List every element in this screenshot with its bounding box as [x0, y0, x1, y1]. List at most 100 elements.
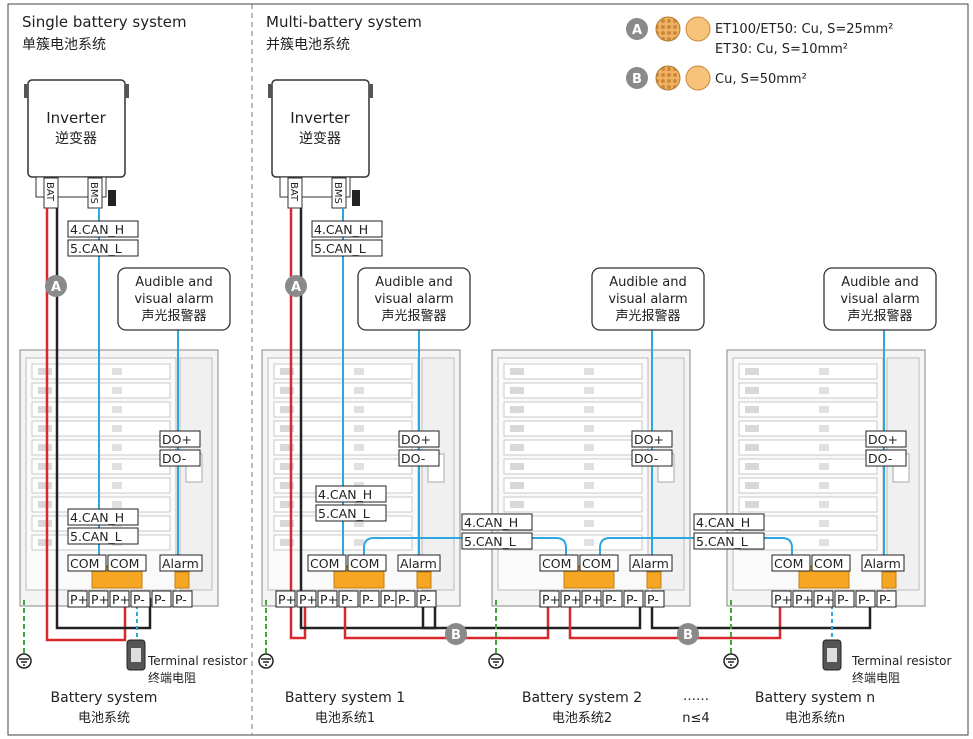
- svg-text:P-: P-: [383, 592, 395, 607]
- p-plus-terminal: P+: [560, 590, 581, 608]
- inverter-name-cn: 逆变器: [299, 131, 341, 147]
- power-cable-positive: [289, 208, 307, 640]
- inverter-name-en: Inverter: [46, 109, 106, 127]
- svg-text:P+: P+: [816, 592, 834, 607]
- alarm-label: Audible and: [841, 275, 918, 290]
- system-caption-cn: 电池系统n: [785, 711, 845, 726]
- cable-badge-a: A: [285, 275, 307, 297]
- p-minus-terminal: P-: [130, 590, 151, 608]
- can-h-label: 4.CAN_H: [315, 485, 387, 503]
- svg-text:P-: P-: [626, 592, 638, 607]
- svg-text:4.CAN_H: 4.CAN_H: [70, 510, 124, 525]
- svg-text:DO+: DO+: [868, 432, 898, 447]
- ellipsis: ……: [683, 689, 709, 704]
- svg-text:4.CAN_H: 4.CAN_H: [464, 515, 518, 530]
- alarm-port-label: Alarm: [629, 554, 673, 572]
- svg-text:P-: P-: [858, 592, 870, 607]
- legend-a-line1: ET100/ET50: Cu, S=25mm²: [715, 22, 893, 37]
- p-minus-terminal: P-: [172, 590, 193, 608]
- p-plus-terminal: P+: [771, 590, 792, 608]
- cable-badge-b: B: [677, 623, 699, 645]
- com-port-label: COM: [67, 554, 107, 572]
- legend-b-badge: [626, 67, 648, 89]
- terminal-label-cn: 终端电阻: [148, 670, 196, 685]
- svg-text:A: A: [632, 23, 642, 38]
- svg-text:Alarm: Alarm: [162, 556, 199, 571]
- p-minus-terminal: P-: [602, 590, 623, 608]
- system-caption-cn: 电池系统1: [315, 711, 375, 726]
- svg-text:P-: P-: [837, 592, 849, 607]
- svg-text:Alarm: Alarm: [400, 556, 437, 571]
- system-limit: n≤4: [682, 711, 709, 726]
- bms-port: [331, 177, 347, 209]
- svg-text:DO-: DO-: [634, 451, 658, 466]
- system-caption-en: Battery system n: [755, 690, 875, 706]
- alarm-port-label: Alarm: [159, 554, 203, 572]
- parallel-cable-negative: [650, 598, 872, 630]
- do-minus-label: DO-: [865, 449, 907, 467]
- com-port-label: COM: [347, 554, 387, 572]
- p-plus-terminal: P+: [317, 590, 338, 608]
- svg-text:BAT: BAT: [44, 182, 55, 202]
- svg-text:P+: P+: [542, 592, 560, 607]
- p-minus-terminal: P-: [416, 590, 437, 608]
- svg-text:BMS: BMS: [88, 182, 99, 204]
- svg-text:P+: P+: [563, 592, 581, 607]
- svg-text:P+: P+: [774, 592, 792, 607]
- power-cable-negative: [55, 208, 152, 630]
- p-minus-terminal: P-: [834, 590, 855, 608]
- svg-text:B: B: [451, 628, 461, 643]
- svg-text:P-: P-: [341, 592, 353, 607]
- p-plus-terminal: P+: [813, 590, 834, 608]
- alarm-label: Audible and: [135, 275, 212, 290]
- multi-title-cn: 并簇电池系统: [266, 37, 350, 53]
- do-minus-label: DO-: [631, 449, 673, 467]
- svg-text:BMS: BMS: [332, 182, 343, 204]
- svg-text:B: B: [632, 72, 642, 87]
- alarm-label: 声光报警器: [141, 308, 206, 324]
- com-port-label: COM: [771, 554, 811, 572]
- alarm-label: 声光报警器: [381, 308, 446, 324]
- svg-text:5.CAN_L: 5.CAN_L: [70, 241, 122, 256]
- ground-icon: [16, 653, 32, 669]
- single-title-en: Single battery system: [22, 13, 187, 31]
- alarm-label: visual alarm: [840, 292, 919, 307]
- svg-text:4.CAN_H: 4.CAN_H: [318, 487, 372, 502]
- svg-text:4.CAN_H: 4.CAN_H: [696, 515, 750, 530]
- p-plus-terminal: P+: [88, 590, 109, 608]
- system-caption-cn: 电池系统2: [552, 711, 612, 726]
- terminal-resistor: Terminal resistor 终端电阻: [822, 639, 951, 685]
- svg-text:DO+: DO+: [401, 432, 431, 447]
- svg-text:P-: P-: [133, 592, 145, 607]
- do-plus-label: DO+: [159, 430, 201, 448]
- can-l-label: 5.CAN_L: [693, 532, 765, 550]
- legend-a-line2: ET30: Cu, S=10mm²: [715, 42, 848, 57]
- p-minus-terminal: P-: [644, 590, 665, 608]
- svg-text:5.CAN_L: 5.CAN_L: [314, 241, 366, 256]
- inverter-single: Inverter 逆变器 BAT BMS: [24, 79, 129, 209]
- ground-icon: [258, 653, 274, 669]
- svg-text:P-: P-: [605, 592, 617, 607]
- ground-symbols: [16, 653, 739, 669]
- inverter-multi: Inverter 逆变器 BAT BMS: [268, 79, 373, 209]
- do-plus-label: DO+: [631, 430, 673, 448]
- parallel-cable-negative: [421, 598, 642, 630]
- svg-text:P+: P+: [299, 592, 317, 607]
- svg-text:COM: COM: [774, 556, 803, 571]
- can-h-label: 4.CAN_H: [693, 513, 765, 531]
- svg-text:P-: P-: [398, 592, 410, 607]
- com-port-label: COM: [307, 554, 347, 572]
- svg-text:P+: P+: [795, 592, 813, 607]
- svg-text:P-: P-: [419, 592, 431, 607]
- svg-text:BAT: BAT: [288, 182, 299, 202]
- svg-text:4.CAN_H: 4.CAN_H: [314, 222, 368, 237]
- svg-text:P+: P+: [112, 592, 130, 607]
- p-minus-terminal: P-: [876, 590, 897, 608]
- p-plus-terminal: P+: [275, 590, 296, 608]
- svg-text:P-: P-: [362, 592, 374, 607]
- svg-text:DO+: DO+: [634, 432, 664, 447]
- solid-conductor-icon: [685, 16, 711, 42]
